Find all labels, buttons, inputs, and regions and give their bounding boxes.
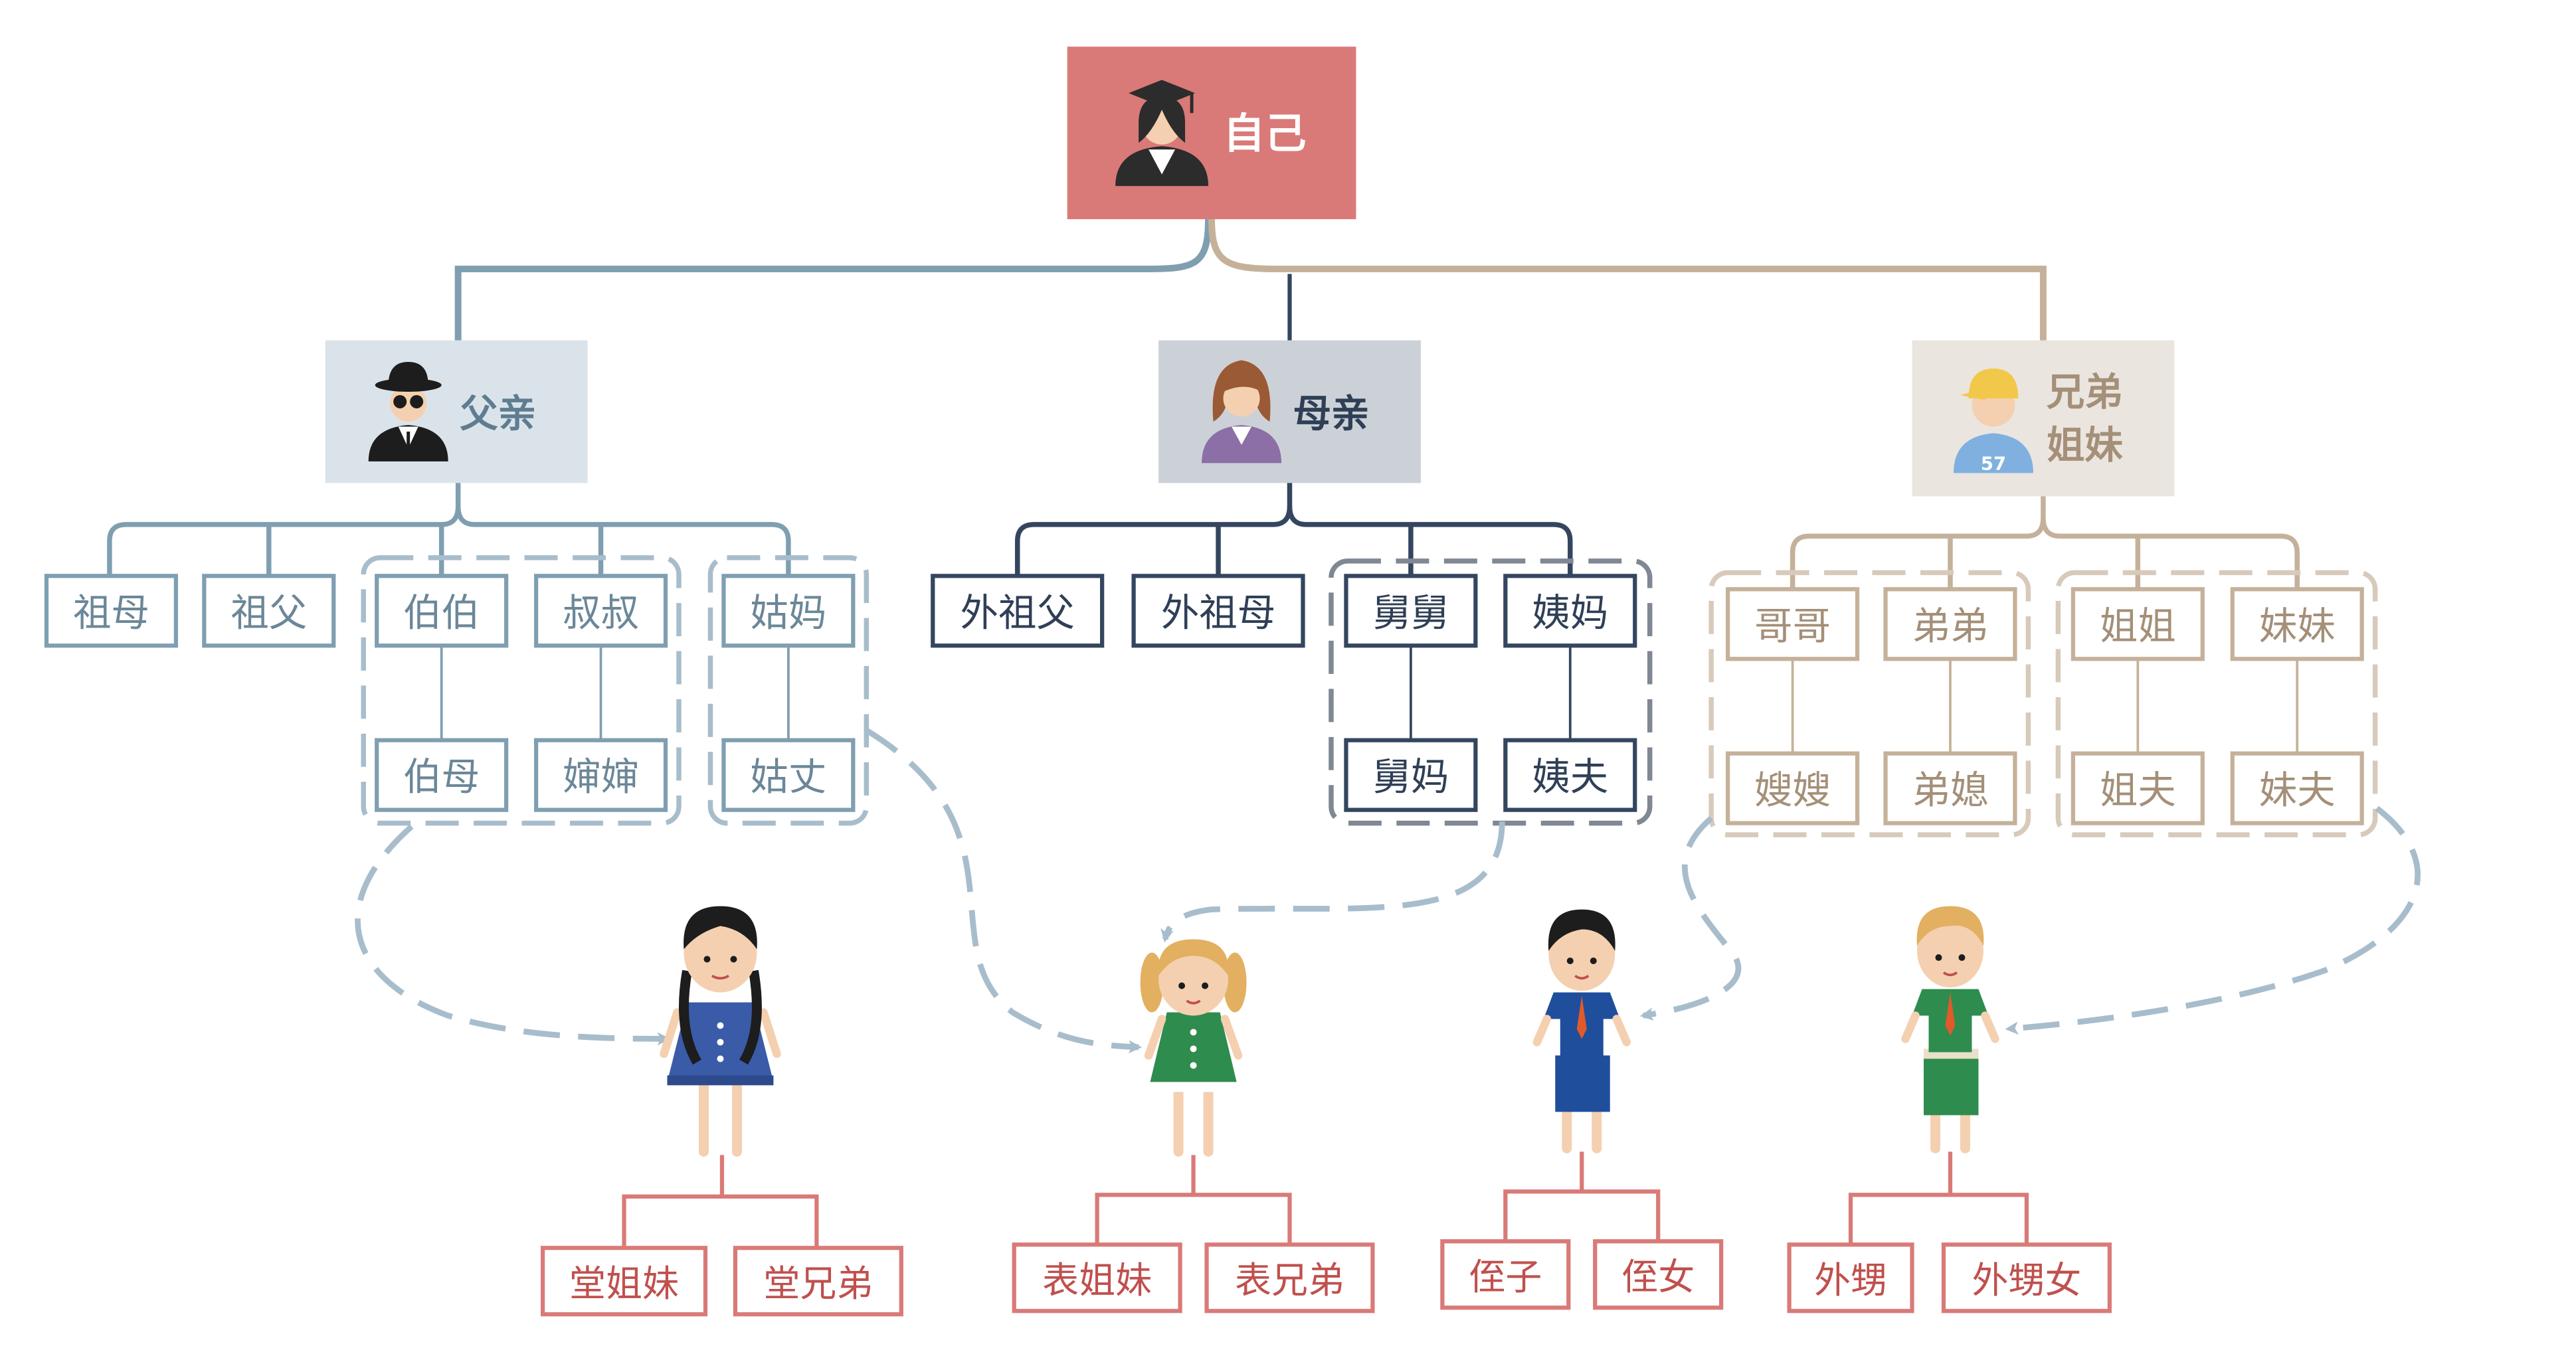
svg-text:姨妈: 姨妈: [1532, 590, 1608, 635]
child-sister-daughter: 外甥女: [1941, 1242, 2112, 1313]
relative-maternal-grandfather: 外祖父: [931, 574, 1105, 648]
svg-text:哥哥: 哥哥: [1754, 604, 1831, 648]
mother-connectors: [1014, 483, 1573, 740]
root-to-siblings-branch: [1208, 219, 2047, 341]
relative-younger-brother-wife: 弟媳: [1883, 751, 2017, 825]
svg-text:姑妈: 姑妈: [750, 590, 826, 635]
boy-blue-icon: [1532, 909, 1631, 1153]
svg-text:舅妈: 舅妈: [1372, 755, 1449, 799]
child-female-cousin: 表姐妹: [1012, 1242, 1182, 1313]
siblings-label-line1: 兄弟: [2047, 370, 2123, 414]
relative-aunt-husband: 姑丈: [721, 738, 856, 812]
father-uncles-group: [361, 555, 682, 826]
svg-text:外祖母: 外祖母: [1161, 590, 1275, 635]
relative-maternal-grandmother: 外祖母: [1131, 574, 1305, 648]
girl-braids-icon: [660, 906, 781, 1157]
child-niece: 侄女: [1593, 1239, 1724, 1310]
root-connectors: [454, 219, 2047, 341]
child-paternal-female-cousin: 堂姐妹: [540, 1246, 708, 1317]
relative-uncle-younger-wife: 婶婶: [533, 738, 668, 812]
siblings-brothers-group: [1708, 570, 2031, 837]
root-to-father-branch: [454, 219, 1212, 341]
svg-text:侄女: 侄女: [1621, 1256, 1695, 1298]
svg-text:表姐妹: 表姐妹: [1042, 1259, 1152, 1302]
relative-younger-sister: 妹妹: [2230, 587, 2364, 661]
father-label: 父亲: [460, 391, 536, 436]
girl-pigtails-icon: [1140, 939, 1247, 1157]
svg-text:舅舅: 舅舅: [1372, 590, 1449, 635]
siblings-node: 57 兄弟 姐妹: [1912, 340, 2175, 497]
svg-text:姐姐: 姐姐: [2100, 604, 2176, 648]
arrow-aunt-to-cousins: [865, 727, 1143, 1054]
siblings-label-line2: 姐妹: [2047, 423, 2123, 467]
svg-text:嫂嫂: 嫂嫂: [1754, 768, 1831, 813]
svg-text:妹夫: 妹夫: [2259, 768, 2336, 813]
mother-label: 母亲: [1293, 391, 1369, 436]
root-node: 自己: [1067, 46, 1356, 220]
child-nephew: 侄子: [1440, 1239, 1571, 1310]
relative-younger-brother: 弟弟: [1883, 587, 2017, 661]
svg-text:外甥女: 外甥女: [1972, 1259, 2081, 1302]
relative-grandfather: 祖父: [202, 574, 336, 648]
relative-elder-brother: 哥哥: [1726, 587, 1860, 661]
svg-text:叔叔: 叔叔: [563, 590, 639, 635]
dashed-arrows: [355, 727, 2421, 1054]
relative-maternal-aunt: 姨妈: [1503, 574, 1637, 648]
svg-text:姑丈: 姑丈: [750, 755, 826, 799]
father-aunt-group: [707, 555, 870, 826]
arrow-uncles-to-paternal-cousins: [355, 824, 671, 1046]
father-connectors: [107, 483, 791, 740]
svg-text:伯母: 伯母: [403, 755, 480, 799]
relative-uncle-elder-wife: 伯母: [375, 738, 509, 812]
relative-maternal-uncle-wife: 舅妈: [1344, 738, 1478, 812]
svg-text:姐夫: 姐夫: [2100, 768, 2176, 813]
arrow-mother-siblings-to-cousins: [1160, 821, 1505, 943]
children-connectors: [622, 1151, 2029, 1248]
boy-green-icon: [1901, 906, 1999, 1153]
woman-icon: [1202, 360, 1282, 463]
arrow-brothers-to-brother-children: [1639, 815, 1742, 1021]
mother-node: 母亲: [1158, 340, 1421, 483]
child-paternal-male-cousin: 堂兄弟: [733, 1246, 903, 1317]
arrow-sisters-to-sister-children: [2005, 805, 2421, 1035]
relative-elder-brother-wife: 嫂嫂: [1726, 751, 1860, 825]
child-male-cousin: 表兄弟: [1204, 1242, 1375, 1313]
svg-text:婶婶: 婶婶: [563, 755, 639, 799]
relative-uncle-younger: 叔叔: [533, 574, 668, 648]
svg-text:57: 57: [1981, 453, 2006, 474]
svg-text:侄子: 侄子: [1469, 1256, 1542, 1298]
mother-siblings-group: [1329, 558, 1653, 826]
child-sister-son: 外甥: [1787, 1242, 1914, 1313]
relative-grandmother: 祖母: [44, 574, 178, 648]
svg-text:外祖父: 外祖父: [961, 590, 1075, 635]
svg-text:祖母: 祖母: [73, 590, 149, 635]
relative-elder-sister: 姐姐: [2070, 587, 2205, 661]
relative-uncle-elder: 伯伯: [375, 574, 509, 648]
svg-text:妹妹: 妹妹: [2259, 604, 2336, 648]
siblings-connectors: [1790, 496, 2300, 754]
svg-text:伯伯: 伯伯: [403, 590, 480, 635]
siblings-sisters-group: [2055, 570, 2378, 837]
svg-text:表兄弟: 表兄弟: [1235, 1259, 1344, 1302]
svg-text:祖父: 祖父: [230, 590, 307, 635]
svg-text:堂兄弟: 堂兄弟: [763, 1262, 873, 1305]
svg-text:姨夫: 姨夫: [1532, 755, 1608, 799]
root-label: 自己: [1224, 110, 1307, 158]
athlete-icon: 57: [1953, 368, 2033, 474]
svg-text:外甥: 外甥: [1814, 1259, 1887, 1302]
relative-younger-sister-husband: 妹夫: [2230, 751, 2364, 825]
detective-icon: [368, 361, 448, 462]
graduate-icon: [1115, 80, 1209, 187]
relative-elder-sister-husband: 姐夫: [2070, 751, 2205, 825]
svg-text:堂姐妹: 堂姐妹: [569, 1262, 679, 1305]
relative-maternal-aunt-husband: 姨夫: [1503, 738, 1637, 812]
relative-maternal-uncle: 舅舅: [1344, 574, 1478, 648]
relative-aunt: 姑妈: [721, 574, 856, 648]
father-node: 父亲: [325, 340, 588, 483]
svg-text:弟弟: 弟弟: [1912, 604, 1989, 648]
svg-text:弟媳: 弟媳: [1912, 768, 1989, 813]
